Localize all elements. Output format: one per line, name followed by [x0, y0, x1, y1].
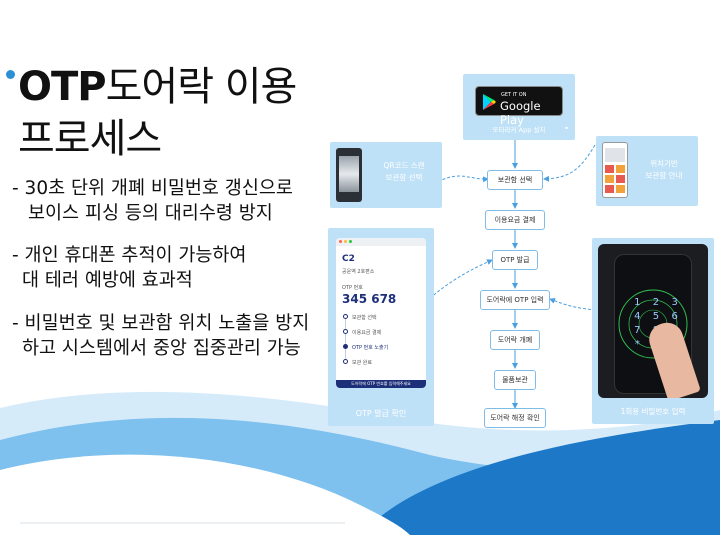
keypad-panel: 1 2 3 4 5 6 7 8 9 * 0 C 1회용 비밀번호 입력: [592, 238, 714, 424]
otp-panel: C2 공운역 2호편소 OTP 번호 345 678 보관함 선택 이용요금 결…: [328, 228, 434, 426]
page-title-line2: 프로세스: [18, 116, 162, 162]
bullet-3-line1: - 비밀번호 및 보관함 위치 노출을 방지: [12, 313, 310, 334]
location-panel: 위치기반 보관함 안내: [596, 136, 698, 206]
phone-title-bar: [336, 238, 426, 246]
title-rest: 도어락 이용: [105, 64, 298, 110]
otp-phone-screen: C2 공운역 2호편소 OTP 번호 345 678 보관함 선택 이용요금 결…: [336, 238, 426, 388]
key-6[interactable]: 6: [671, 311, 678, 322]
key-5[interactable]: 5: [652, 311, 660, 322]
app-install-panel: GET IT ON Google Play 또타라커 App 설치 ⚭: [463, 74, 575, 140]
key-3[interactable]: 3: [671, 297, 678, 308]
bullet-3-line2: 하고 시스템에서 중앙 집중관리 가능: [22, 338, 301, 359]
key-7[interactable]: 7: [634, 325, 641, 336]
title-bullet: [6, 70, 15, 79]
location-phone-image: [602, 142, 628, 198]
bullet-2-line2: 대 테러 예방에 효과적: [22, 270, 193, 291]
otp-location: 공운역 2호편소: [342, 269, 375, 275]
qr-caption-2: 보관함 선택: [385, 173, 423, 182]
flow-step-2: 이용요금 결제: [485, 210, 545, 230]
qr-scan-panel: QR코드 스캔 보관함 선택: [330, 142, 442, 208]
key-1[interactable]: 1: [634, 297, 641, 308]
bullet-2-line1: - 개인 휴대폰 추적이 가능하여: [12, 245, 247, 266]
google-play-badge[interactable]: GET IT ON Google Play: [475, 86, 563, 127]
keypad-caption: 1회용 비밀번호 입력: [620, 407, 686, 416]
bullet-1-line1: - 30초 단위 개폐 비밀번호 갱신으로: [12, 178, 293, 199]
google-play-icon: [483, 94, 496, 110]
key-star[interactable]: *: [634, 339, 640, 350]
process-diagram: GET IT ON Google Play 또타라커 App 설치 ⚭ QR코드…: [320, 70, 720, 430]
otp-number-label: OTP 번호: [342, 285, 363, 291]
flow-step-1: 보관함 선택: [487, 170, 543, 190]
otp-bottom-bar: 도어락에 OTP 번호를 입력해주세요: [336, 380, 426, 388]
flow-step-5: 도어락 개폐: [490, 330, 540, 350]
key-4[interactable]: 4: [634, 311, 641, 322]
otp-step-3: OTP 번호 노출기: [352, 345, 389, 351]
otp-step-2: 이용요금 결제: [352, 330, 382, 336]
badge-small-text: GET IT ON: [501, 92, 527, 98]
title-bold: OTP: [18, 64, 107, 110]
location-caption-2: 보관함 안내: [645, 171, 683, 180]
flow-step-7: 도어락 해정 확인: [484, 408, 546, 428]
badge-big-text: Google Play: [500, 99, 541, 127]
keypad-image: 1 2 3 4 5 6 7 8 9 * 0 C: [598, 244, 708, 398]
flow-step-3: OTP 발급: [492, 250, 538, 270]
key-2[interactable]: 2: [652, 297, 660, 308]
otp-locker-code: C2: [342, 254, 355, 264]
link-icon: ⚭: [563, 125, 569, 132]
qr-caption-1: QR코드 스캔: [383, 161, 425, 170]
bullet-1-line2: 보이스 피싱 등의 대리수령 방지: [28, 203, 273, 224]
qr-phone-image: [336, 148, 362, 202]
app-install-caption: 또타라커 App 설치: [492, 126, 546, 134]
wave-white: [0, 454, 410, 535]
flow-step-4: 도어락에 OTP 입력: [480, 290, 550, 310]
otp-step-4: 보관 완료: [352, 360, 372, 366]
location-caption-1: 위치기반: [650, 159, 678, 168]
flow-step-6: 물품보관: [494, 370, 536, 390]
page-title: OTP도어락 이용: [18, 62, 298, 112]
otp-panel-caption: OTP 발급 확인: [355, 409, 407, 418]
otp-step-1: 보관함 선택: [352, 315, 377, 321]
otp-number-value: 345 678: [342, 292, 397, 306]
wave-dark: [360, 420, 720, 535]
